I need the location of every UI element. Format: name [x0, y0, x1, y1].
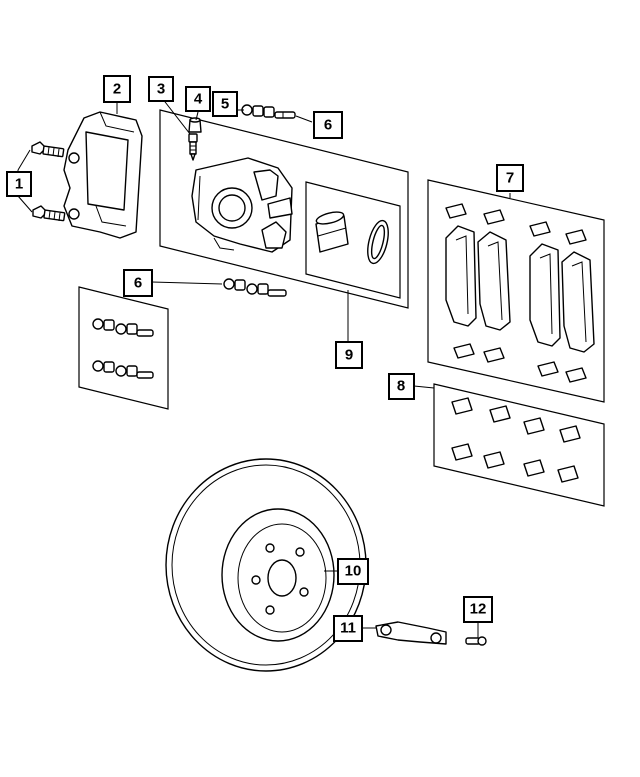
- pin-kit-upper-pin-icon: [92, 318, 154, 337]
- bleeder-cap-icon: [188, 117, 202, 133]
- guide-pin-lower-icon: [223, 278, 287, 297]
- caliper-bracket-icon: [63, 111, 143, 239]
- callout-3-label: 3: [157, 81, 165, 98]
- bleeder-screw-icon: [188, 133, 198, 161]
- pin-kit-panel: [78, 286, 169, 410]
- callout-2-label: 2: [113, 81, 121, 98]
- callout-4-label: 4: [194, 91, 203, 108]
- callout-8-label: 8: [397, 378, 405, 395]
- callout-9: 9: [335, 341, 363, 369]
- guide-pin-upper-icon: [241, 104, 296, 119]
- brake-pad-set-icon: [445, 225, 595, 353]
- piston-seal-inset-panel: [305, 181, 401, 299]
- callout-6-upper-label: 6: [324, 117, 332, 134]
- clip-kit-icon: [451, 397, 581, 483]
- callout-10-label: 10: [345, 563, 362, 580]
- callout-9-label: 9: [345, 347, 353, 364]
- callout-4: 4: [185, 86, 211, 112]
- callout-10: 10: [337, 558, 369, 585]
- pad-kit-clips-icon: [445, 203, 587, 383]
- brake-caliper-icon: [191, 157, 293, 253]
- callout-7: 7: [496, 164, 524, 192]
- callout-11-label: 11: [340, 620, 356, 637]
- screw-icon: [465, 636, 487, 646]
- caliper-bolt-upper-icon: [31, 141, 65, 158]
- callout-11: 11: [333, 615, 363, 642]
- callout-6-lower-label: 6: [134, 275, 142, 292]
- callout-1: 1: [6, 171, 32, 197]
- callout-1-label: 1: [15, 176, 23, 193]
- callout-12: 12: [463, 596, 493, 623]
- brake-rotor-icon: [165, 458, 367, 672]
- caliper-bolt-lower-icon: [32, 205, 66, 222]
- callout-5-label: 5: [221, 96, 229, 113]
- callout-8: 8: [388, 373, 415, 400]
- callout-5: 5: [212, 91, 238, 117]
- caliper-piston-icon: [315, 211, 349, 253]
- parking-brake-lever-icon: [375, 621, 447, 645]
- callout-6-lower: 6: [123, 269, 153, 297]
- callout-3: 3: [148, 76, 174, 102]
- pin-kit-lower-pin-icon: [92, 360, 154, 379]
- callout-2: 2: [103, 75, 131, 103]
- callout-7-label: 7: [506, 170, 514, 187]
- piston-seal-icon: [367, 219, 389, 265]
- callout-6-upper: 6: [313, 111, 343, 139]
- callout-12-label: 12: [470, 601, 487, 618]
